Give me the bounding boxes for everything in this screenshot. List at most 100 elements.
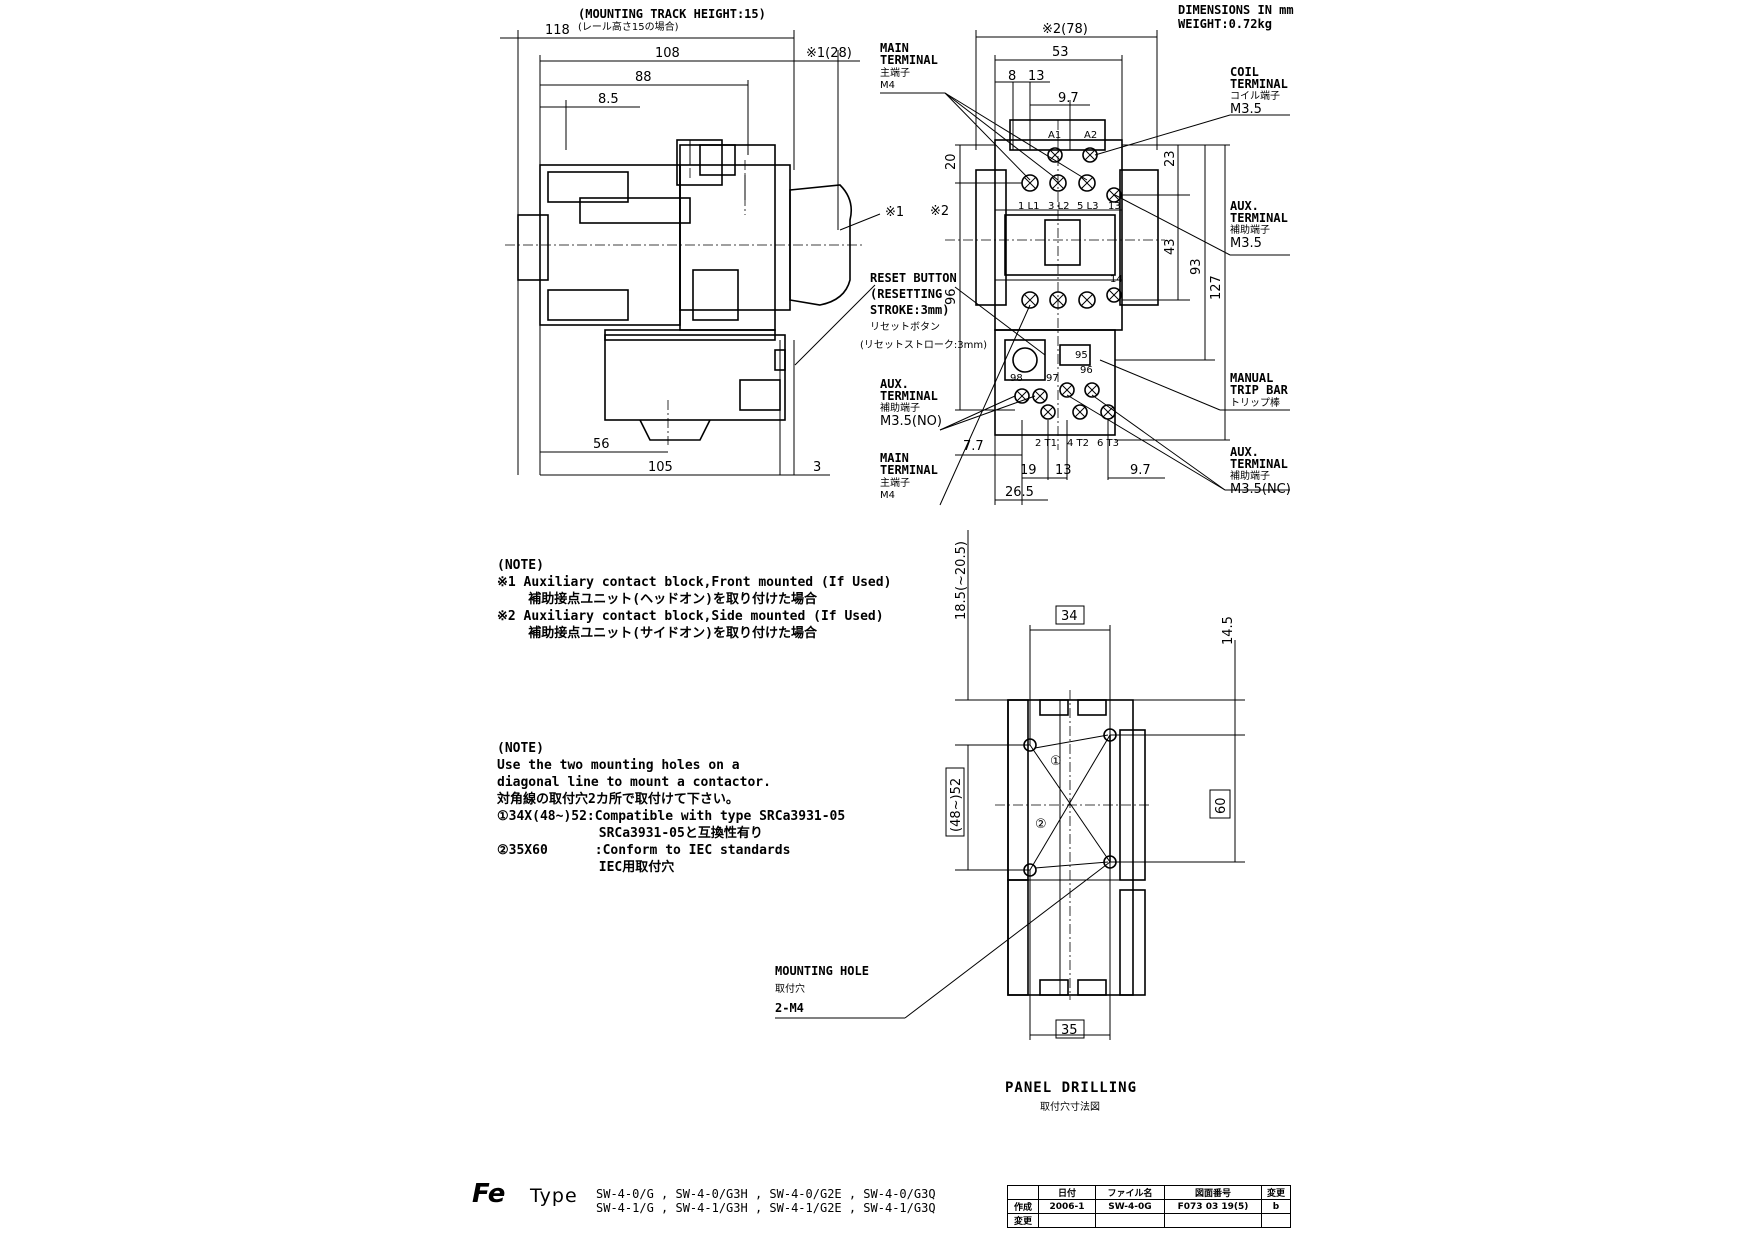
note-2-line-4: ①34X(48~)52:Compatible with type SRCa393… [497, 809, 846, 824]
dim-20: 20 [944, 153, 959, 170]
main-terminal-top-l1: MAIN [880, 41, 909, 55]
table-cell: F073 03 19(5) [1164, 1199, 1262, 1214]
note-2-line-7: IEC用取付穴 [497, 860, 675, 875]
mark-14: 14 [1110, 274, 1123, 285]
main-terminal-bottom-l1: MAIN [880, 451, 909, 465]
coil-terminal-l3: コイル端子 [1230, 89, 1280, 102]
main-terminal-bottom-l4: M4 [880, 490, 895, 501]
mark-l1: 1 L1 [1018, 201, 1039, 212]
note-1-line-1: ※1 Auxiliary contact block,Front mounted… [497, 575, 892, 590]
aux-terminal-right-l3: 補助端子 [1230, 223, 1270, 236]
fe-logo-icon: Fe [472, 1179, 505, 1209]
table-cell: 変更 [1261, 1185, 1291, 1200]
aux-terminal-no-l2: TERMINAL [880, 389, 938, 403]
front-view: DIMENSIONS IN mm WEIGHT:0.72kg ※2(78) 53… [880, 3, 1294, 506]
table-cell: 変更 [1007, 1213, 1039, 1228]
note-2-line-6: ②35X60 :Conform to IEC standards [497, 843, 791, 858]
dim-96: 96 [944, 288, 959, 305]
dim-105: 105 [648, 460, 673, 475]
aux-terminal-nc-l2: TERMINAL [1230, 457, 1288, 471]
title-block-table: 日付 ファイル名 図面番号 変更 作成 2006-1 SW-4-0G F073 … [1007, 1185, 1291, 1228]
note-2-line-5: SRCa3931-05と互換性有り [497, 826, 763, 841]
manual-trip-l3: トリップ棒 [1230, 396, 1280, 409]
front-view-labels: MAIN TERMINAL 主端子 M4 COIL TERMINAL コイル端子… [860, 41, 1291, 501]
note-2-line-2: diagonal line to mount a contactor. [497, 775, 771, 790]
coil-terminal-l1: COIL [1230, 65, 1259, 79]
table-cell: 作成 [1007, 1199, 1039, 1214]
note-1: (NOTE)※1 Auxiliary contact block,Front m… [497, 540, 891, 659]
main-terminal-bottom-l3: 主端子 [880, 476, 910, 489]
reset-button-l2: (RESETTING [870, 287, 942, 301]
circle-2: ② [1035, 817, 1047, 832]
dim-60: 60 [1214, 797, 1229, 814]
dim-108: 108 [655, 46, 680, 61]
coil-terminal-l4: M3.5 [1230, 102, 1262, 117]
aux-terminal-nc-l4: M3.5(NC) [1230, 482, 1291, 497]
mark-l2: 3 L2 [1048, 201, 1069, 212]
dim-93: 93 [1189, 258, 1204, 275]
dim-8: 8 [1008, 69, 1016, 84]
note-2-line-1: Use the two mounting holes on a [497, 758, 740, 773]
type-label: Type [529, 1185, 578, 1207]
table-row: 日付 ファイル名 図面番号 変更 [1007, 1185, 1291, 1200]
dim-18-5: 18.5(~20.5) [954, 541, 969, 620]
main-terminal-top-l4: M4 [880, 80, 895, 91]
aux-terminal-no-l4: M3.5(NO) [880, 414, 942, 429]
table-cell: 2006-1 [1038, 1199, 1096, 1214]
circle-1: ① [1050, 754, 1062, 769]
panel-drilling-subtitle: 取付穴寸法図 [1040, 1100, 1100, 1113]
dim-53: 53 [1052, 45, 1069, 60]
panel-drilling-view: ① ② 18.5(~20.5) 34 14.5 (48~)52 60 35 [775, 530, 1245, 1113]
ref-1: ※1 [885, 205, 904, 220]
dim-19: 19 [1020, 463, 1037, 478]
table-cell: SW-4-0G [1095, 1199, 1165, 1214]
mark-a2: A2 [1084, 130, 1097, 141]
dim-23: 23 [1163, 150, 1178, 167]
aux-terminal-right-l1: AUX. [1230, 199, 1259, 213]
dim-8-5: 8.5 [598, 92, 619, 107]
dim-118: 118 [545, 23, 570, 38]
note-1-line-2: 補助接点ユニット(ヘッドオン)を取り付けた場合 [497, 592, 817, 607]
mark-98: 98 [1010, 373, 1023, 384]
table-cell: 図面番号 [1164, 1185, 1262, 1200]
dim-28: ※1(28) [806, 46, 852, 61]
note-1-line-4: 補助接点ユニット(サイドオン)を取り付けた場合 [497, 626, 817, 641]
mounting-note-jp: (レール高さ15の場合) [578, 20, 679, 33]
table-cell: ファイル名 [1095, 1185, 1165, 1200]
dim-88: 88 [635, 70, 652, 85]
mark-95: 95 [1075, 350, 1088, 361]
ref-2: ※2 [930, 204, 949, 219]
dim-35: 35 [1061, 1023, 1078, 1038]
dim-3: 3 [813, 460, 821, 475]
mark-97: 97 [1046, 373, 1059, 384]
reset-button-l3: STROKE:3mm) [870, 303, 949, 317]
mark-13: 13 [1108, 201, 1121, 212]
table-cell [1261, 1213, 1291, 1228]
table-cell: b [1261, 1199, 1291, 1214]
mounting-hole-l2: 取付穴 [775, 982, 805, 995]
note-2-line-3: 対角線の取付穴2カ所で取付けて下さい。 [497, 792, 739, 807]
table-cell [1007, 1185, 1039, 1200]
dim-78: ※2(78) [1042, 22, 1088, 37]
dim-56: 56 [593, 437, 610, 452]
table-cell: 日付 [1038, 1185, 1096, 1200]
mark-t2: 4 T2 [1067, 438, 1089, 449]
note-1-line-3: ※2 Auxiliary contact block,Side mounted … [497, 609, 884, 624]
main-terminal-top-l2: TERMINAL [880, 53, 938, 67]
reset-button-l4: リセットボタン [870, 321, 940, 333]
mounting-note-en: (MOUNTING TRACK HEIGHT:15) [578, 7, 766, 21]
models-line-1: SW-4-0/G , SW-4-0/G3H , SW-4-0/G2E , SW-… [596, 1187, 936, 1201]
reset-button-l1: RESET BUTTON [870, 271, 957, 285]
aux-terminal-nc-l1: AUX. [1230, 445, 1259, 459]
dim-9-7-bottom: 9.7 [1130, 463, 1151, 478]
dim-13-top: 13 [1028, 69, 1045, 84]
aux-terminal-no-l3: 補助端子 [880, 401, 920, 414]
terminal-screws-top [1021, 147, 1122, 309]
main-terminal-top-l3: 主端子 [880, 66, 910, 79]
mark-t1: 2 T1 [1035, 438, 1057, 449]
table-cell [1095, 1213, 1165, 1228]
table-row: 作成 2006-1 SW-4-0G F073 03 19(5) b [1007, 1199, 1291, 1214]
mounting-hole-l3: 2-M4 [775, 1001, 804, 1015]
manual-trip-l2: TRIP BAR [1230, 383, 1289, 397]
dim-14-5: 14.5 [1221, 616, 1236, 645]
